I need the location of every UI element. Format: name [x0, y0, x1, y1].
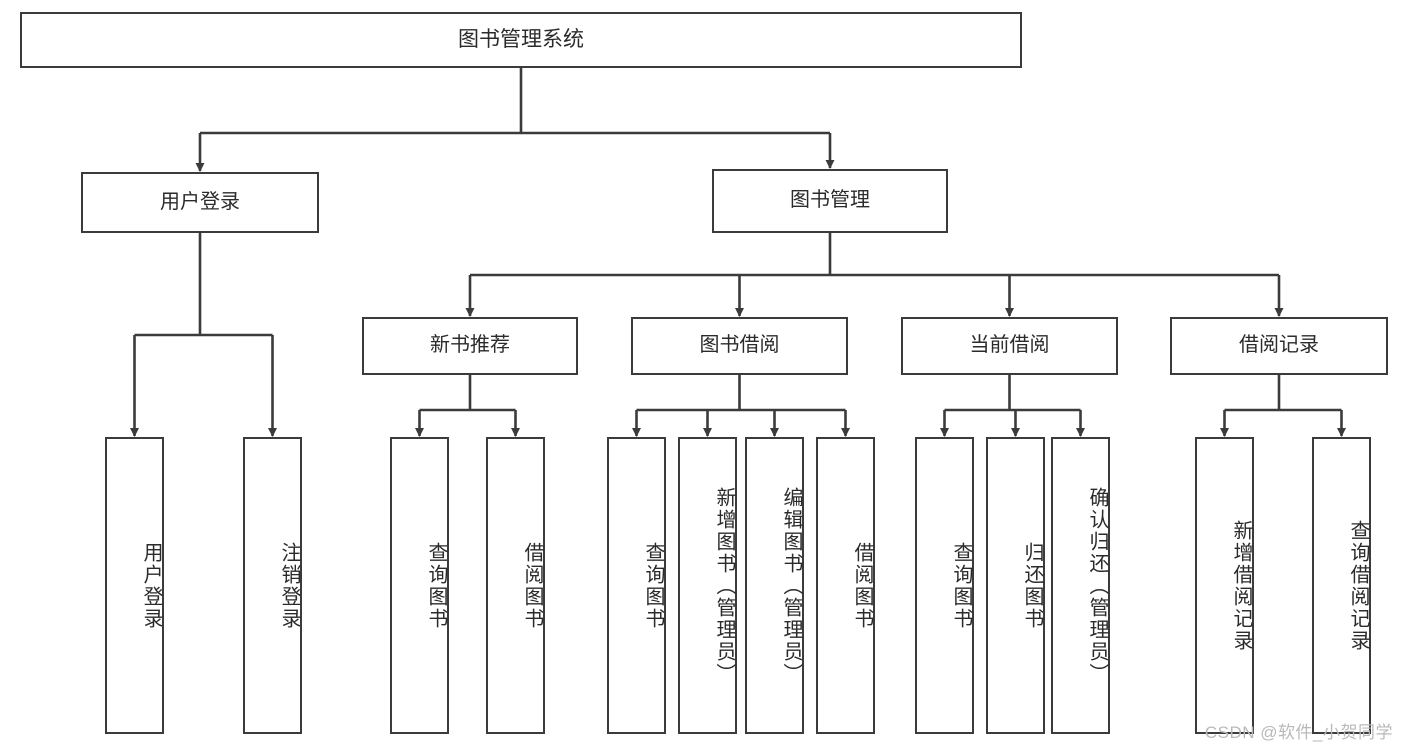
node-l-logout[interactable]: 注销登录 — [243, 437, 302, 734]
node-label: 当前借阅 — [969, 334, 1050, 357]
node-l-cu-query[interactable]: 查询图书 — [915, 437, 974, 734]
node-label: 查询图书 — [425, 541, 447, 630]
watermark: CSDN @软件_小贺同学 — [1204, 723, 1393, 742]
node-l-cu-confirm[interactable]: 确认归还（管理员） — [1051, 437, 1110, 734]
node-l-userlogin[interactable]: 用户登录 — [105, 437, 164, 734]
node-l-rc-add[interactable]: 新增借阅记录 — [1195, 437, 1254, 734]
node-label: 编辑图书（管理员） — [780, 486, 802, 685]
node-l-bw-add[interactable]: 新增图书（管理员） — [678, 437, 737, 734]
node-label: 新书推荐 — [430, 334, 510, 357]
node-label: 借阅图书 — [851, 541, 873, 630]
node-label: 注销登录 — [278, 541, 300, 630]
node-label: 借阅记录 — [1239, 334, 1319, 357]
node-l-bw-edit[interactable]: 编辑图书（管理员） — [745, 437, 804, 734]
node-current[interactable]: 当前借阅 — [901, 317, 1118, 375]
node-label: 用户登录 — [160, 190, 240, 213]
node-root[interactable]: 图书管理系统 — [20, 12, 1022, 68]
node-label: 新增图书（管理员） — [713, 486, 735, 685]
node-label: 查询借阅记录 — [1347, 519, 1369, 652]
node-l-nb-borrow[interactable]: 借阅图书 — [486, 437, 545, 734]
node-bookmgmt[interactable]: 图书管理 — [712, 169, 948, 233]
node-label: 图书管理 — [790, 189, 870, 212]
node-label: 确认归还（管理员） — [1086, 486, 1108, 685]
node-label: 图书管理系统 — [458, 27, 584, 51]
node-l-rc-query[interactable]: 查询借阅记录 — [1312, 437, 1371, 734]
node-l-nb-query[interactable]: 查询图书 — [390, 437, 449, 734]
node-l-bw-borrow[interactable]: 借阅图书 — [816, 437, 875, 734]
node-label: 查询图书 — [950, 541, 972, 630]
node-label: 归还图书 — [1021, 541, 1043, 630]
node-label: 查询图书 — [642, 541, 664, 630]
node-newbook[interactable]: 新书推荐 — [362, 317, 578, 375]
node-label: 图书借阅 — [699, 334, 780, 357]
node-login[interactable]: 用户登录 — [81, 172, 319, 233]
node-label: 新增借阅记录 — [1230, 519, 1252, 652]
node-records[interactable]: 借阅记录 — [1170, 317, 1388, 375]
node-l-cu-return[interactable]: 归还图书 — [986, 437, 1045, 734]
node-borrow[interactable]: 图书借阅 — [631, 317, 848, 375]
node-label: 借阅图书 — [521, 541, 543, 630]
node-label: 用户登录 — [140, 541, 162, 630]
node-l-bw-query[interactable]: 查询图书 — [607, 437, 666, 734]
